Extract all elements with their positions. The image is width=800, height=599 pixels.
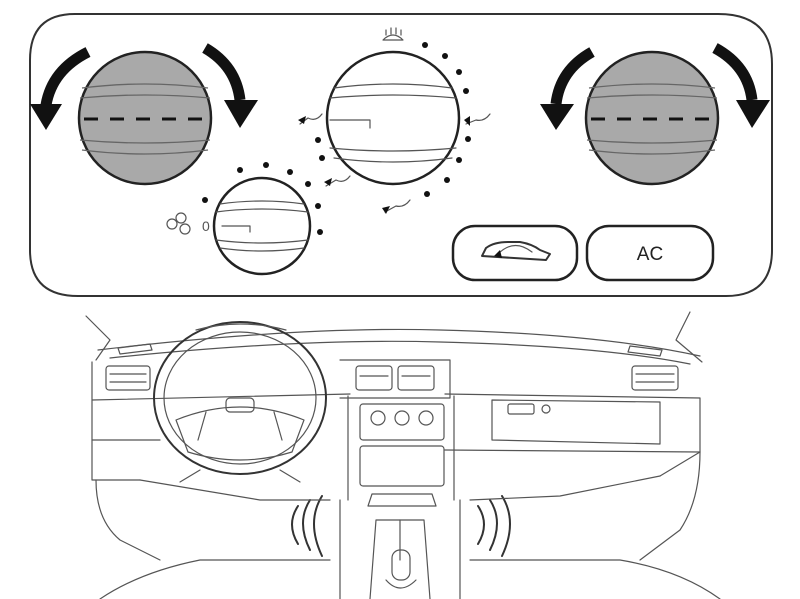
right-vent-rotate-cw-arrow [712, 43, 770, 128]
dashboard-body [91, 361, 701, 481]
climate-control-panel: 0 AC [29, 13, 773, 297]
ac-button[interactable]: AC [585, 224, 715, 282]
left-vent-rotate-ccw-arrow [30, 47, 91, 130]
panel-outline [29, 13, 773, 297]
recirculation-icon [481, 241, 551, 261]
airflow-feet-icon [382, 199, 411, 214]
right-a-pillar [675, 311, 703, 363]
air-distribution-knob[interactable] [325, 50, 461, 186]
left-a-pillar [85, 315, 111, 361]
defrost-icon [382, 27, 404, 41]
steering-wheel [153, 321, 327, 483]
left-footwell-airflow [291, 495, 323, 557]
fan-speed-knob[interactable] [212, 176, 312, 276]
dashboard-top [97, 328, 701, 357]
glove-box [491, 399, 661, 445]
right-vent-knob[interactable] [584, 50, 720, 186]
left-vent-knob[interactable] [77, 50, 213, 186]
right-dash-vent [631, 365, 679, 391]
dashboard-illustration [85, 311, 721, 599]
right-footwell [469, 451, 721, 599]
left-vent-rotate-cw-arrow [202, 43, 258, 128]
left-footwell [95, 479, 331, 599]
right-defrost-vent [627, 345, 663, 357]
fan-speed-scale [202, 162, 323, 235]
left-defrost-vent [117, 343, 153, 355]
gear-shifter [385, 519, 417, 589]
left-dash-vent [105, 365, 151, 391]
airflow-feet-defrost-icon [464, 113, 491, 126]
fan-icon [166, 212, 191, 235]
center-dash-vents [339, 359, 451, 399]
airflow-face-feet-icon [324, 175, 351, 187]
right-vent-rotate-ccw-arrow [540, 47, 595, 130]
air-distribution-scale [315, 42, 471, 197]
airflow-face-icon [298, 113, 323, 125]
center-console [339, 395, 461, 599]
ac-button-label: AC [637, 244, 663, 265]
right-footwell-airflow [477, 495, 511, 557]
recirculation-button[interactable] [451, 224, 579, 282]
fan-off-label: 0 [202, 218, 210, 234]
